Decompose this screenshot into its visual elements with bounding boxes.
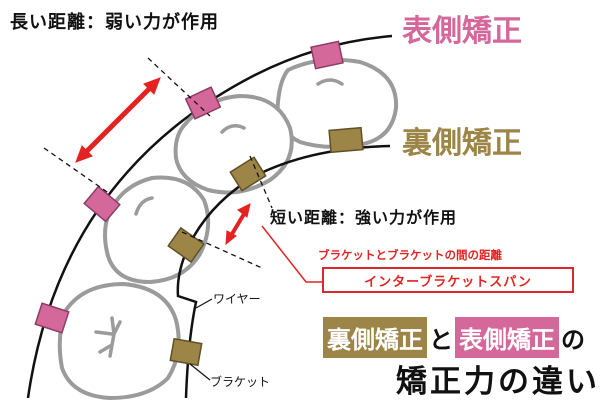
short-distance-label: 短い距離：強い力が作用: [270, 208, 458, 227]
front-bracket-3: [83, 185, 121, 223]
span-label: インターブラケットスパン: [364, 274, 532, 290]
bracket-leader-line: [189, 363, 211, 381]
tooth-3: [103, 175, 211, 285]
span-callout-line: [261, 225, 322, 283]
long-distance-label: 長い距離：弱い力が作用: [10, 12, 219, 33]
wire-label: ワイヤー: [213, 292, 261, 306]
guide-short-a: [181, 231, 263, 269]
span-label-box: インターブラケットスパン: [322, 267, 574, 293]
suffix-text: の: [561, 325, 585, 354]
wire-leader-line: [195, 298, 213, 309]
back-title: 裏側矯正: [402, 126, 522, 161]
comparison-heading: 裏側矯正 と 表側矯正 の: [323, 317, 587, 358]
long-arrow-head-bottom: [75, 145, 93, 163]
short-arrow-head-bottom: [225, 230, 237, 246]
tooth-mark-4: [94, 316, 122, 358]
guide-long-a: [43, 147, 111, 195]
connector-text: と: [429, 325, 453, 354]
guide-long-b: [147, 57, 211, 117]
tooth-mark-2: [220, 124, 246, 134]
back-bracket-1: [328, 126, 364, 154]
bracket-label: ブラケット: [210, 375, 271, 389]
long-distance-arrow: [83, 85, 153, 155]
front-bracket-4: [34, 302, 70, 334]
guide-short-b: [249, 155, 273, 209]
back-tag: 裏側矯正: [323, 317, 427, 358]
inner-arch-line: [176, 144, 391, 399]
tooth-mark-3: [134, 196, 154, 216]
long-arrow-head-top: [143, 77, 161, 95]
front-title: 表側矯正: [402, 14, 522, 49]
short-arrow-head-top: [237, 203, 251, 218]
comparison-subheading: 矯正力の違い: [396, 364, 600, 400]
back-bracket-4: [169, 337, 203, 367]
short-distance-arrow: [230, 212, 246, 236]
front-bracket-1: [310, 40, 344, 70]
tooth-4: [57, 281, 181, 400]
tooth-2: [173, 93, 294, 195]
back-bracket-2: [229, 156, 267, 192]
distance-caption: ブラケットとブラケットの間の距離: [318, 248, 502, 262]
tooth-mark-1: [316, 78, 344, 86]
front-tag: 表側矯正: [455, 317, 559, 358]
